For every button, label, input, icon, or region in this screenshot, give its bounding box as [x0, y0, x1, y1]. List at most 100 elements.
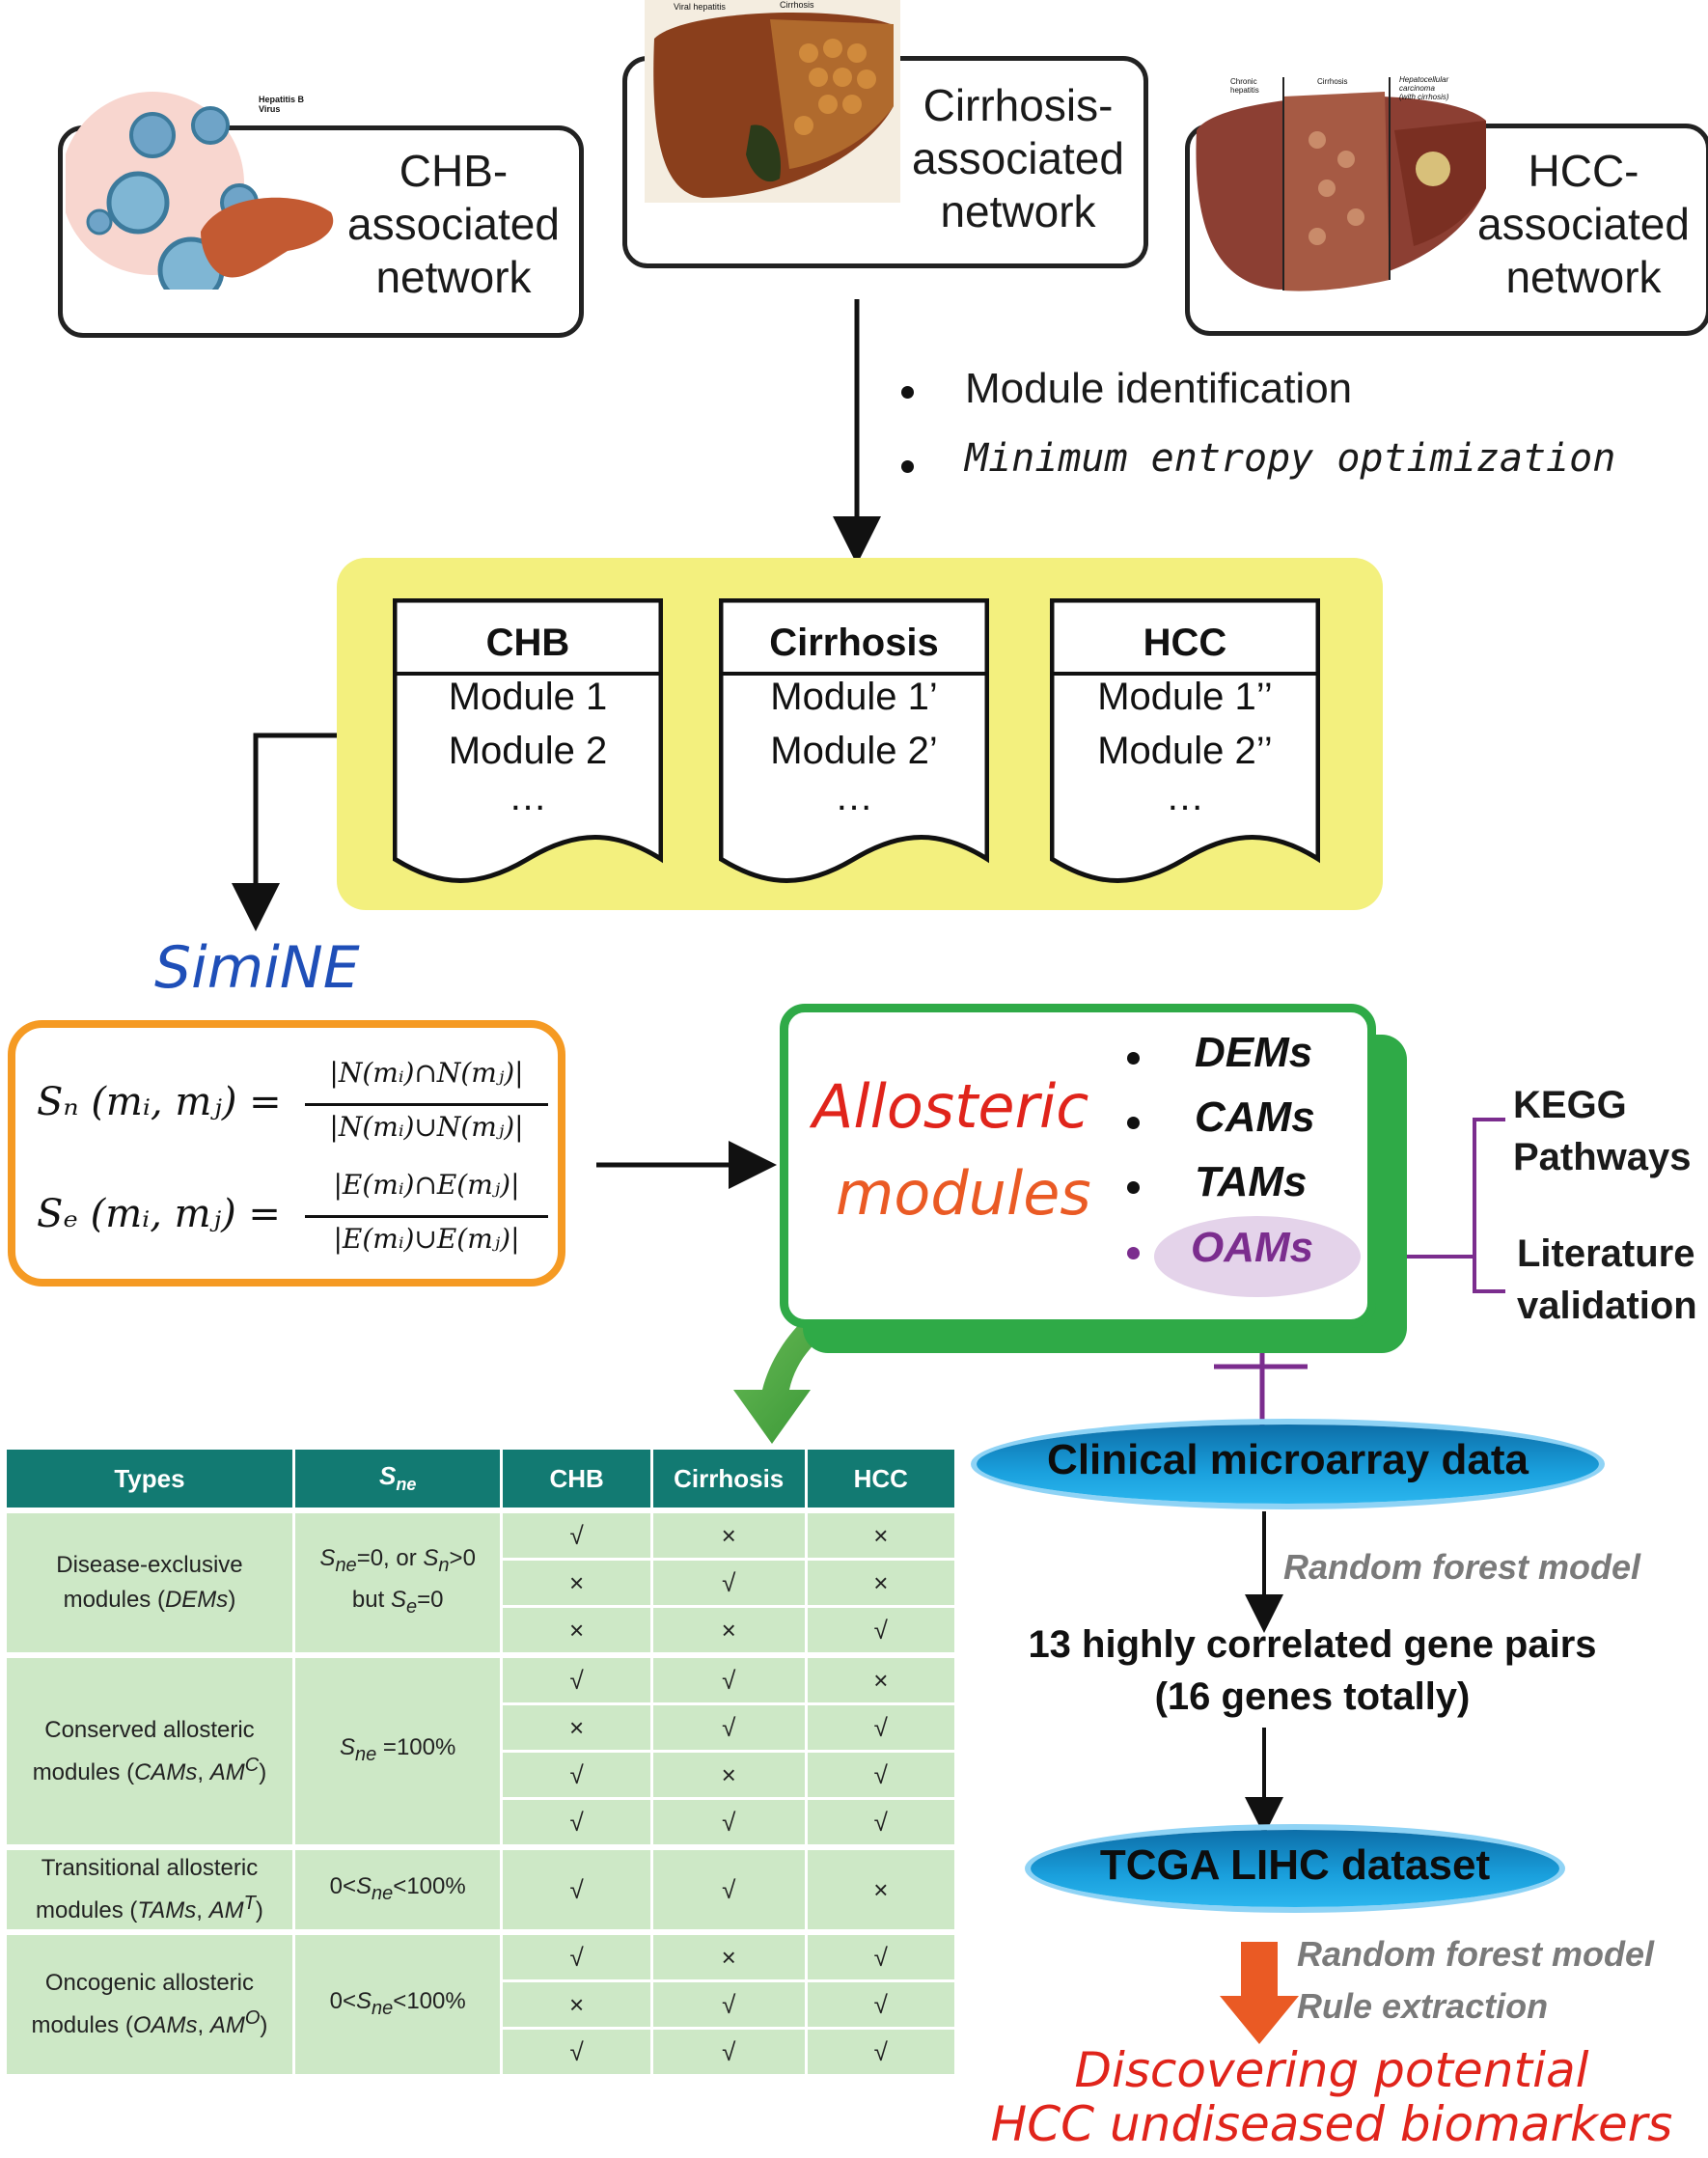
- cirrhosis-liver-image: Viral hepatitis Cirrhosis: [645, 0, 900, 203]
- mark-cell: √: [804, 1979, 958, 2030]
- module-line: Module 1’’: [1097, 676, 1273, 718]
- mark-cell: √: [500, 1929, 653, 1982]
- mark-cell: √: [804, 1797, 958, 1849]
- hcc-caption-carcinoma: Hepatocellular carcinoma (with cirrhosis…: [1399, 75, 1449, 101]
- result-line-1: Discovering potential: [1074, 2042, 1589, 2098]
- table-row: × √ ×: [6, 1558, 958, 1608]
- mark-cell: ×: [500, 1558, 653, 1608]
- hcc-caption-chronic: Chronic hepatitis: [1230, 77, 1259, 95]
- hcc-liver-icon: [1196, 77, 1486, 291]
- sne-oams: 0<Sne<100%: [291, 1929, 504, 2077]
- header-cirrhosis: Cirrhosis: [649, 1447, 808, 1512]
- module-type-oams: OAMs: [1191, 1224, 1314, 1271]
- tcga-ellipse: [1031, 1830, 1559, 1907]
- step-min-entropy: Minimum entropy optimization: [965, 436, 1616, 481]
- table-row: × √ √: [6, 1702, 958, 1753]
- step-bullet: [901, 386, 914, 399]
- hcc-caption-cirrhosis: Cirrhosis: [1317, 77, 1348, 86]
- cirrhosis-caption-left: Viral hepatitis: [674, 2, 726, 12]
- table-row: √ √ √: [6, 2027, 958, 2077]
- mark-cell: √: [804, 1750, 958, 1800]
- header-sne: Sne: [291, 1447, 504, 1512]
- module-type-dems: DEMs: [1195, 1029, 1313, 1076]
- rule-extraction-label: Rule extraction: [1297, 1986, 1549, 2026]
- sne-cams: Sne =100%: [291, 1652, 504, 1849]
- mark-cell: ×: [649, 1605, 808, 1657]
- mark-cell: ×: [649, 1929, 808, 1982]
- allosteric-subtitle: modules: [836, 1158, 1091, 1229]
- module-type-cams: CAMs: [1195, 1093, 1315, 1141]
- mark-cell: ×: [500, 1605, 653, 1657]
- mark-cell: ×: [500, 1979, 653, 2030]
- chb-image-caption: Hepatitis B Virus: [259, 95, 305, 114]
- mark-cell: ×: [804, 1652, 958, 1705]
- clinical-data-ellipse: [977, 1425, 1599, 1504]
- mark-cell: ×: [804, 1844, 958, 1934]
- step-bullet: [901, 460, 914, 473]
- chb-network-label: CHB- associated network: [347, 146, 560, 302]
- hcc-network-label: HCC- associated network: [1477, 146, 1690, 302]
- gene-pairs-label: 13 highly correlated gene pairs: [1028, 1623, 1597, 1666]
- table-header-row: Types Sne CHB Cirrhosis HCC: [4, 1447, 958, 1512]
- module-line: Module 1: [448, 676, 608, 718]
- mark-cell: ×: [804, 1508, 958, 1561]
- simine-label: SimiNE: [154, 934, 360, 1002]
- allosteric-title: Allosteric: [813, 1071, 1089, 1142]
- module-line: Module 2: [448, 730, 608, 772]
- tcga-label: TCGA LIHC dataset: [1099, 1841, 1491, 1889]
- se-numerator: |E(mᵢ)∩E(mⱼ)|: [333, 1169, 520, 1201]
- orange-down-arrow: [1220, 1942, 1299, 2044]
- sn-numerator: |N(mᵢ)∩N(mⱼ)|: [329, 1057, 524, 1089]
- genes-total-label: (16 genes totally): [1154, 1675, 1471, 1718]
- cirrhosis-caption-right: Cirrhosis: [780, 0, 814, 10]
- table-row: √ × √: [6, 1750, 958, 1800]
- mark-cell: ×: [500, 1702, 653, 1753]
- module-doc-cirrhosis: Cirrhosis Module 1’ Module 2’ …: [719, 598, 989, 888]
- random-forest-label-2: Random forest model: [1297, 1934, 1655, 1974]
- table-row: × × √: [6, 1605, 958, 1657]
- module-doc-title: Cirrhosis: [769, 622, 939, 664]
- mark-cell: √: [500, 1844, 653, 1934]
- arrow-to-simine: [232, 733, 337, 931]
- kegg-pathways-label: KEGG Pathways: [1513, 1084, 1692, 1178]
- mark-cell: √: [649, 1979, 808, 2030]
- mark-cell: ×: [804, 1558, 958, 1608]
- se-formula-lhs: Sₑ (mᵢ, mⱼ) =: [37, 1192, 281, 1236]
- mark-cell: ×: [649, 1750, 808, 1800]
- similarity-formula-box: Sₙ (mᵢ, mⱼ) = |N(mᵢ)∩N(mⱼ)| |N(mᵢ)∪N(mⱼ)…: [8, 1020, 565, 1286]
- mark-cell: √: [500, 1508, 653, 1561]
- random-forest-label-1: Random forest model: [1283, 1547, 1641, 1587]
- mark-cell: √: [649, 1652, 808, 1705]
- mark-cell: √: [649, 1702, 808, 1753]
- table-row: √ √ √: [6, 1797, 958, 1849]
- module-line: Module 2’’: [1097, 730, 1273, 772]
- module-type-tams: TAMs: [1195, 1158, 1308, 1205]
- mark-cell: √: [804, 2027, 958, 2077]
- sn-denominator: |N(mᵢ)∪N(mⱼ)|: [329, 1111, 524, 1143]
- mark-cell: √: [649, 1844, 808, 1934]
- module-doc-chb: CHB Module 1 Module 2 …: [393, 598, 663, 888]
- mark-cell: √: [804, 1929, 958, 1982]
- mark-cell: √: [500, 2027, 653, 2077]
- hepatitis-virus-icon: [61, 92, 334, 304]
- module-doc-hcc: HCC Module 1’’ Module 2’’ …: [1050, 598, 1320, 888]
- sne-tams: 0<Sne<100%: [291, 1844, 504, 1934]
- module-doc-title: HCC: [1143, 622, 1227, 664]
- module-line: Module 2’: [770, 730, 938, 772]
- mark-cell: √: [500, 1750, 653, 1800]
- header-types: Types: [4, 1447, 295, 1512]
- cirrhotic-liver-icon: [653, 12, 894, 198]
- oams-highlight: [1154, 1216, 1361, 1297]
- mark-cell: √: [804, 1702, 958, 1753]
- module-line: Module 1’: [770, 676, 938, 718]
- module-doc-title: CHB: [485, 622, 570, 664]
